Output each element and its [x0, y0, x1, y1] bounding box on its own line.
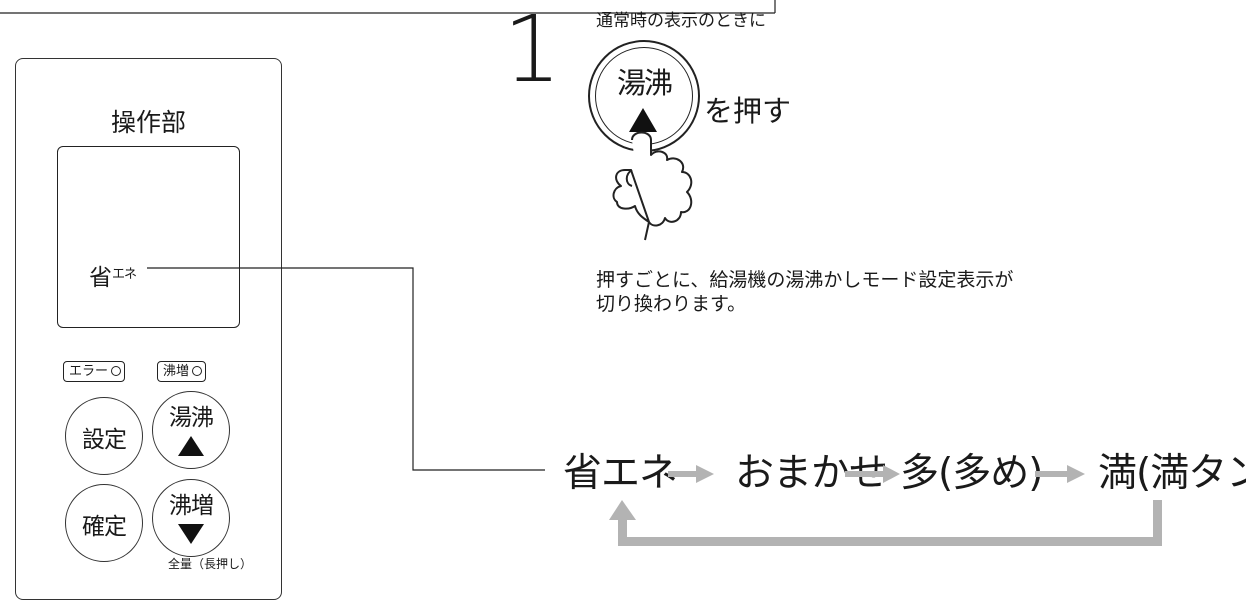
- return-arrow-icon: [609, 500, 1162, 546]
- up-triangle-icon: [178, 436, 204, 456]
- top-rule: [0, 0, 776, 14]
- instruction-line-1: 押すごとに、給湯機の湯沸かしモード設定表示が: [596, 269, 1014, 291]
- boost-lamp-label: 沸増: [163, 364, 190, 379]
- pointing-hand-icon: [612, 108, 693, 241]
- step-instruction: 押すごとに、給湯機の湯沸かしモード設定表示が 切り換わります。: [596, 268, 1013, 316]
- error-lamp: エラー: [63, 361, 126, 382]
- lamp-dot-icon: [192, 366, 203, 376]
- instruction-line-2: 切り換わります。: [596, 293, 747, 315]
- mode-mantan: 満(満タン): [1098, 451, 1246, 496]
- control-panel: 操作部 省エネ エラー 沸増 設定 湯沸 確定 沸増 全量（長押し）: [15, 58, 282, 600]
- display-mode-indicator: 省エネ: [89, 258, 137, 292]
- display-screen: [57, 146, 240, 328]
- boost-lamp: 沸増: [157, 361, 207, 382]
- kakutei-button-label: 確定: [82, 514, 127, 540]
- yuwakashi-button[interactable]: 湯沸: [152, 391, 230, 469]
- wakimashi-button-label: 沸増: [169, 493, 214, 519]
- mode-shoene: 省エネ: [563, 451, 678, 496]
- kakutei-button[interactable]: 確定: [65, 484, 143, 562]
- press-instruction: を押す: [704, 94, 792, 128]
- step-hint: 通常時の表示のときに: [596, 11, 766, 31]
- wakimashi-button[interactable]: 沸増: [152, 479, 230, 557]
- step-number: 1: [503, 0, 562, 103]
- mode-ooi: 多(多め): [900, 451, 1043, 496]
- display-mode-small: エネ: [112, 267, 137, 282]
- display-mode-main: 省: [89, 265, 112, 291]
- panel-title: 操作部: [110, 108, 186, 137]
- lamp-dot-icon: [111, 366, 122, 376]
- right-arrow-icon: [1035, 465, 1085, 483]
- down-triangle-icon: [178, 524, 204, 544]
- settei-button-label: 設定: [82, 427, 127, 453]
- error-lamp-label: エラー: [69, 364, 109, 379]
- settei-button[interactable]: 設定: [65, 397, 143, 475]
- yuwakashi-button-label: 湯沸: [169, 405, 214, 431]
- yuwakashi-illustration-label: 湯沸: [616, 66, 673, 100]
- wakimashi-button-note: 全量（長押し）: [168, 557, 253, 571]
- mode-omakase: おまかせ: [735, 451, 888, 496]
